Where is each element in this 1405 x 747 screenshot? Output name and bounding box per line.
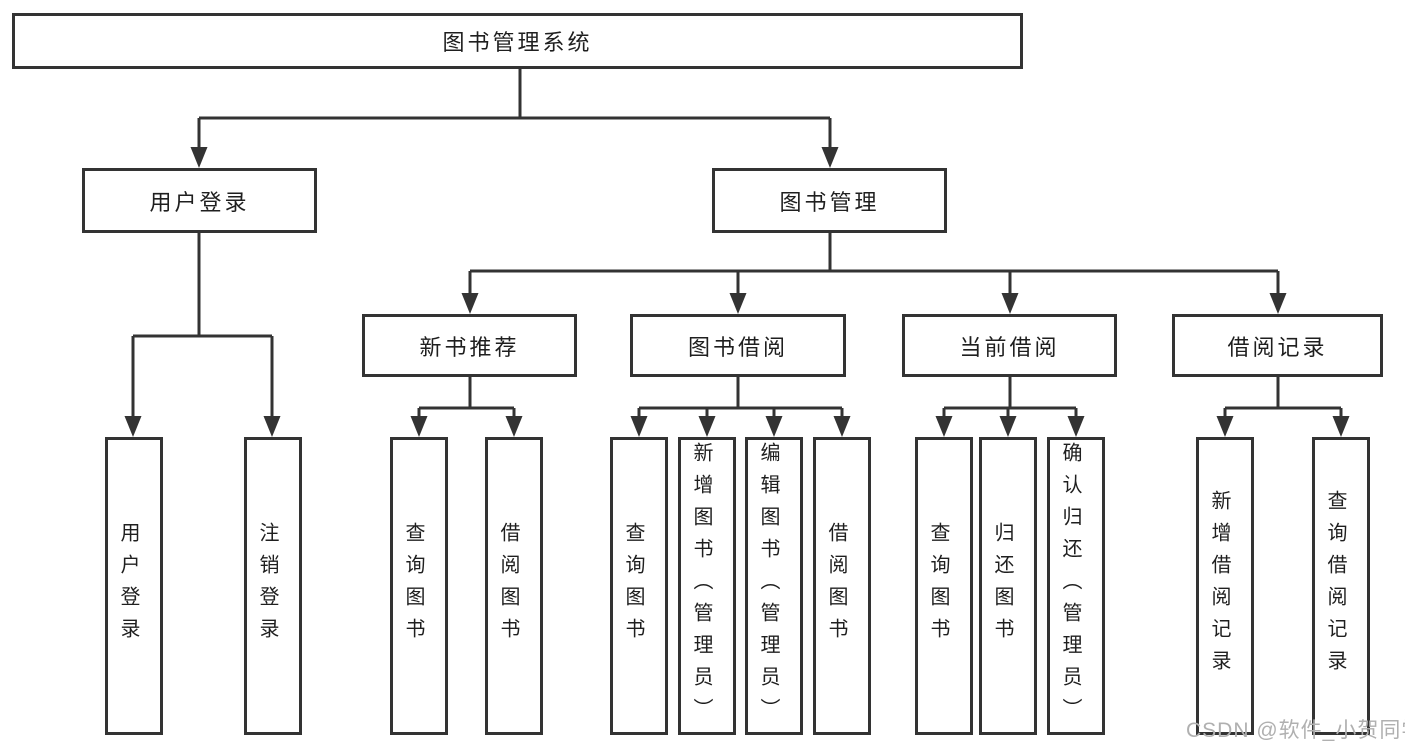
- leaf-label: 确认归还（管理员）: [1059, 442, 1081, 730]
- leaf-return-books: 归还图书: [979, 437, 1037, 735]
- leaf-borrow-books: 借阅图书: [813, 437, 871, 735]
- node-new-book-recommendation: 新书推荐: [362, 314, 577, 377]
- leaf-query-books-current: 查询图书: [915, 437, 973, 735]
- leaf-query-books-recommend: 查询图书: [390, 437, 448, 735]
- leaf-label: 用户登录: [117, 522, 139, 650]
- node-borrow-records: 借阅记录: [1172, 314, 1383, 377]
- node-label: 新书推荐: [419, 334, 520, 360]
- arrowheads: [124, 147, 1350, 437]
- node-label: 当前借阅: [959, 334, 1060, 360]
- leaf-label: 注销登录: [256, 522, 278, 650]
- node-label: 用户登录: [149, 189, 250, 215]
- leaf-add-borrow-record: 新增借阅记录: [1196, 437, 1254, 735]
- leaf-label: 新增图书（管理员）: [690, 442, 712, 730]
- leaf-borrow-books-recommend: 借阅图书: [485, 437, 543, 735]
- leaf-user-login: 用户登录: [105, 437, 163, 735]
- leaf-label: 借阅图书: [825, 522, 847, 650]
- leaf-label: 查询图书: [402, 522, 424, 650]
- leaf-label: 查询图书: [622, 522, 644, 650]
- leaf-label: 查询借阅记录: [1324, 490, 1346, 682]
- node-label: 图书借阅: [687, 334, 788, 360]
- leaf-label: 新增借阅记录: [1208, 490, 1230, 682]
- leaf-label: 查询图书: [927, 522, 949, 650]
- leaf-confirm-return-admin: 确认归还（管理员）: [1047, 437, 1105, 735]
- node-library-management-system: 图书管理系统: [12, 13, 1023, 69]
- leaf-label: 借阅图书: [497, 522, 519, 650]
- node-user-login: 用户登录: [82, 168, 317, 233]
- leaf-add-books-admin: 新增图书（管理员）: [678, 437, 736, 735]
- node-book-borrowing: 图书借阅: [630, 314, 846, 377]
- leaf-edit-books-admin: 编辑图书（管理员）: [745, 437, 803, 735]
- node-label: 图书管理系统: [442, 30, 593, 55]
- leaf-label: 归还图书: [991, 522, 1013, 650]
- node-label: 借阅记录: [1227, 334, 1328, 360]
- leaf-query-borrow-record: 查询借阅记录: [1312, 437, 1370, 735]
- leaf-logout: 注销登录: [244, 437, 302, 735]
- node-label: 图书管理: [779, 189, 880, 215]
- leaf-query-books-borrowing: 查询图书: [610, 437, 668, 735]
- node-current-borrowing: 当前借阅: [902, 314, 1117, 377]
- leaf-label: 编辑图书（管理员）: [757, 442, 779, 730]
- csdn-watermark: CSDN @软件_小贺同学: [1186, 719, 1405, 742]
- node-book-management: 图书管理: [712, 168, 947, 233]
